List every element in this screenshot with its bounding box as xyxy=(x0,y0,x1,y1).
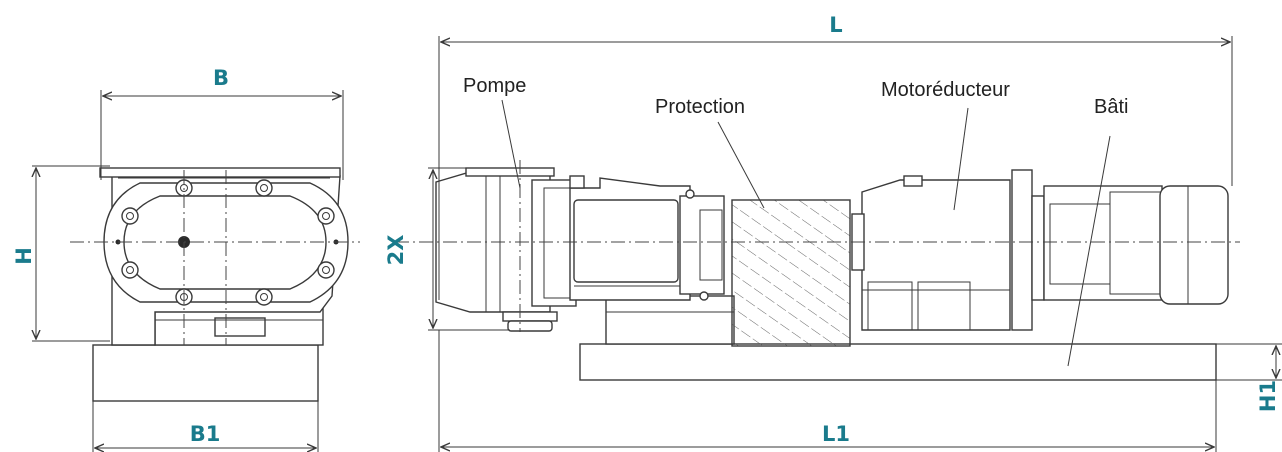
part-label-motoreducteur: Motoréducteur xyxy=(881,79,1010,101)
leader-protection xyxy=(717,121,765,209)
leader-lines xyxy=(501,99,1111,367)
pump-casing-block xyxy=(573,199,679,283)
pump-support xyxy=(605,295,735,345)
pump-top-flange xyxy=(465,167,555,177)
part-label-pompe: Pompe xyxy=(463,75,526,97)
front-view xyxy=(70,167,360,402)
dim-label-b1: B1 xyxy=(190,422,221,446)
leader-bati xyxy=(1067,135,1111,367)
dim-label-l: L xyxy=(829,13,842,37)
leader-motoreducteur xyxy=(953,107,969,211)
gearmotor-body xyxy=(861,179,1011,331)
front-top-flange xyxy=(99,167,341,178)
dim-label-2x: 2X xyxy=(384,235,408,266)
motor-fan-cover xyxy=(1159,185,1229,305)
motor-body xyxy=(1043,185,1163,301)
front-dimensions xyxy=(32,90,344,452)
dimension-labels: B B1 H L L1 2X H1 xyxy=(12,13,1280,446)
part-labels: Pompe Protection Motoréducteur Bâti xyxy=(463,75,1128,118)
dim-label-b: B xyxy=(213,66,229,90)
bearing-housing xyxy=(531,179,577,307)
frame-bati xyxy=(579,343,1217,381)
dim-label-h: H xyxy=(12,247,36,265)
front-pedestal xyxy=(154,307,324,346)
front-pedestal-block xyxy=(214,317,266,337)
gearmotor-flange xyxy=(1011,169,1033,331)
protection-guard xyxy=(731,199,851,347)
part-label-bati: Bâti xyxy=(1094,96,1128,118)
front-base-plate xyxy=(92,344,319,402)
dim-label-h1: H1 xyxy=(1256,380,1280,412)
side-dimensions xyxy=(428,36,1276,452)
dim-label-l1: L1 xyxy=(822,422,850,446)
coupling xyxy=(679,195,725,295)
pump-bottom-flange xyxy=(502,311,558,322)
leader-pompe xyxy=(501,99,521,189)
part-label-protection: Protection xyxy=(655,96,745,118)
side-view xyxy=(395,160,1282,381)
